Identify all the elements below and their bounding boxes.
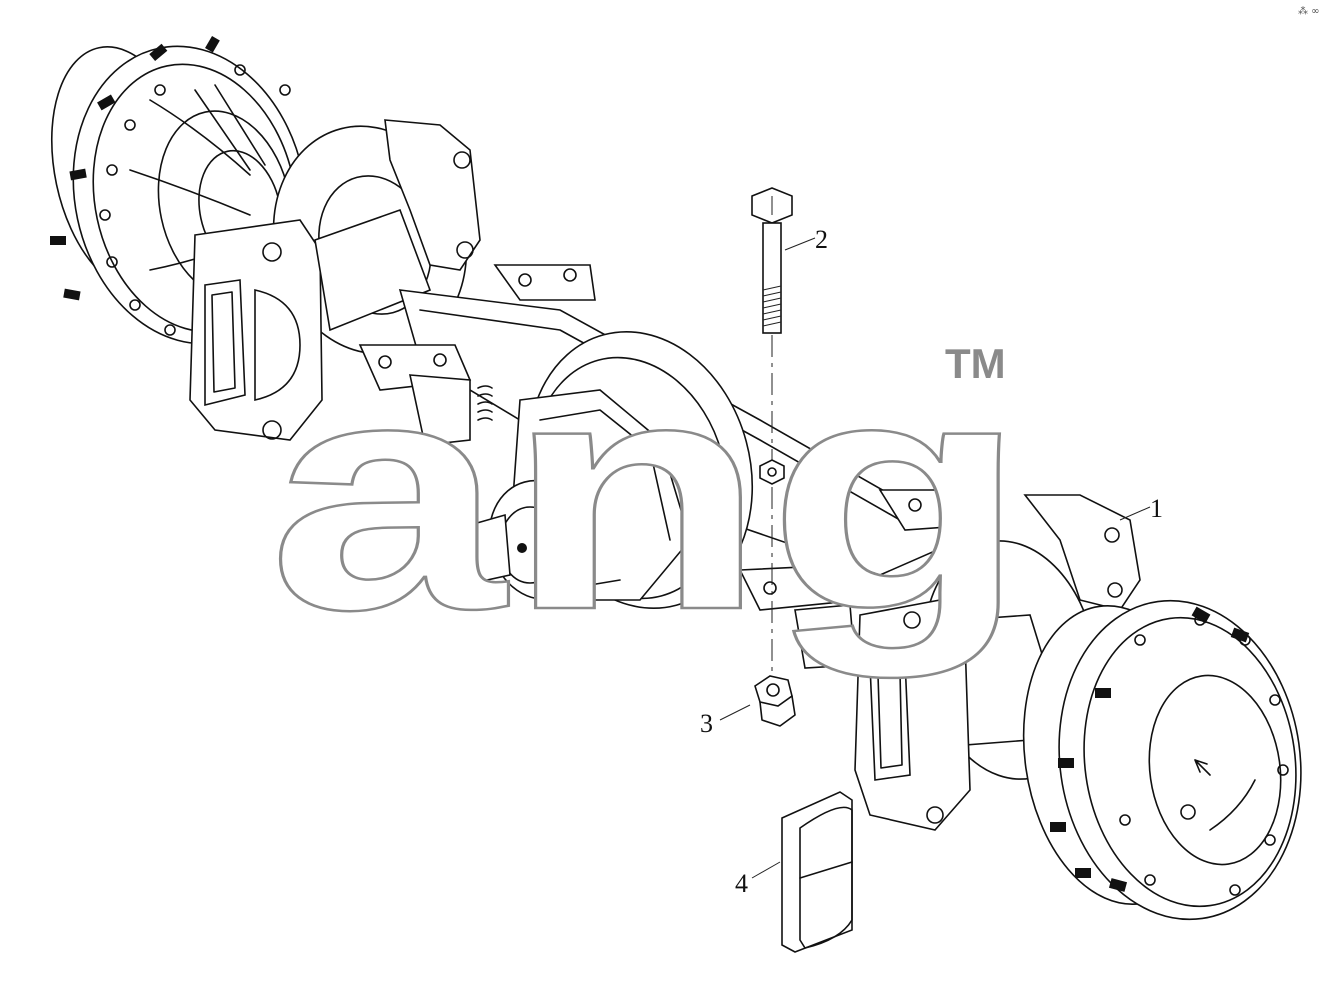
- watermark: ang TM: [267, 308, 1030, 682]
- nut-part: [754, 675, 796, 727]
- callout-label-4: 4: [735, 869, 748, 898]
- right-brake-caliper: [854, 494, 1141, 831]
- trademark-symbol: TM: [945, 340, 1006, 387]
- callout-1: 1: [1119, 494, 1163, 523]
- callout-2: 2: [784, 225, 828, 254]
- axle-housing: [314, 208, 976, 669]
- corner-mark: ⁂ ∞: [1298, 5, 1320, 17]
- callout-3: 3: [700, 704, 751, 738]
- callout-label-3: 3: [700, 709, 713, 738]
- watermark-text: ang: [268, 309, 1028, 680]
- left-brake-caliper: [189, 119, 481, 441]
- callout-4: 4: [735, 861, 781, 898]
- bolt-part: [751, 187, 793, 690]
- right-wheel-hub: [1022, 599, 1302, 921]
- brake-pad-part: [781, 791, 853, 953]
- callout-label-2: 2: [815, 225, 828, 254]
- callout-label-1: 1: [1150, 494, 1163, 523]
